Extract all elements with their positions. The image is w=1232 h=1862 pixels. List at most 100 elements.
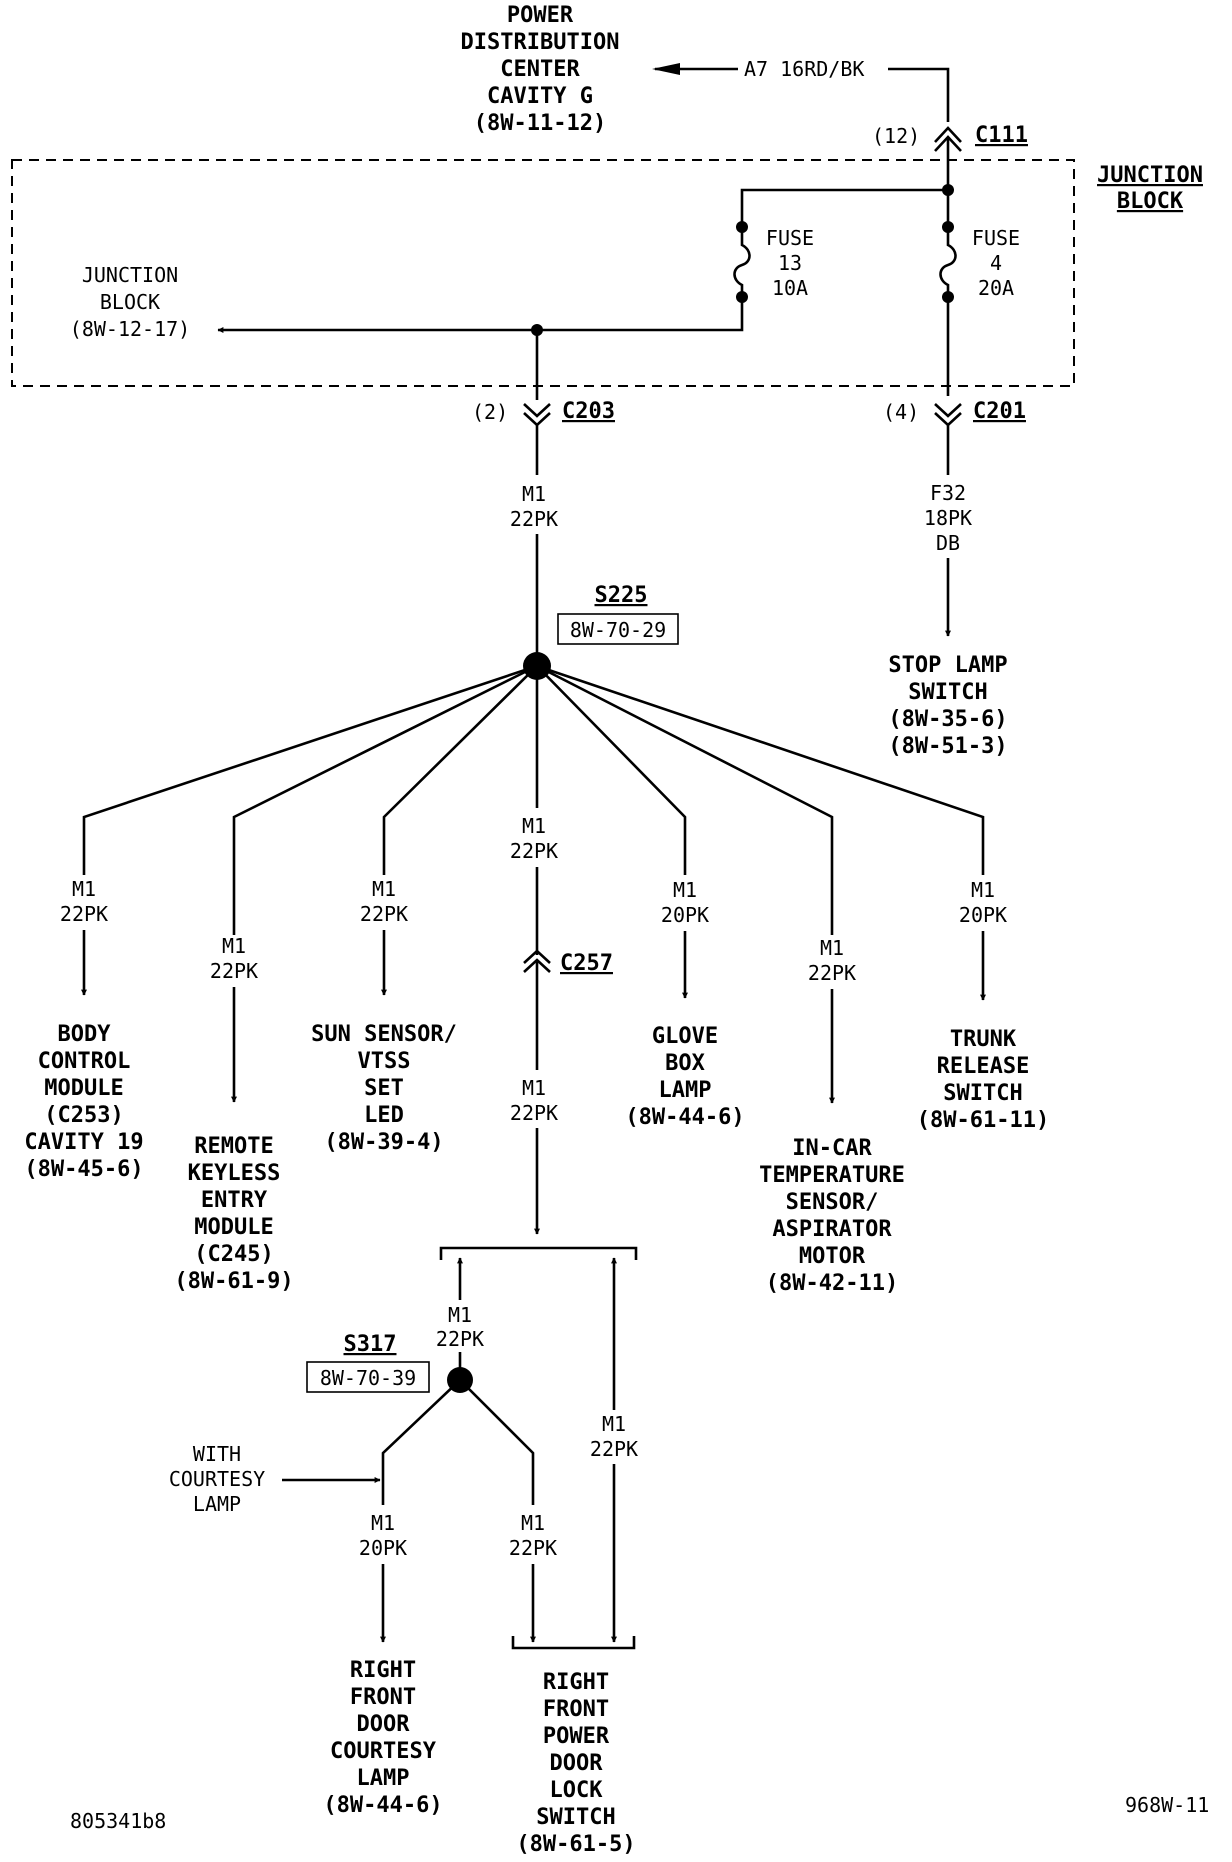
stop-lamp-switch-label: STOP LAMP SWITCH (8W-35-6) (8W-51-3) xyxy=(888,653,1007,759)
c111-pin: (12) xyxy=(872,124,920,148)
option-bracket-top xyxy=(439,1246,638,1260)
in-car-wire-label: M1 22PK xyxy=(808,936,856,985)
svg-text:LAMP: LAMP xyxy=(193,1492,241,1516)
svg-text:KEYLESS: KEYLESS xyxy=(188,1161,281,1186)
m1-main-wire-label: M1 22PK xyxy=(510,482,558,531)
trunk-release-switch-label: TRUNK RELEASE SWITCH (8W-61-11) xyxy=(917,1027,1049,1133)
svg-text:COURTESY: COURTESY xyxy=(169,1467,265,1491)
power-distribution-center-label: POWER DISTRIBUTION CENTER CAVITY G (8W-1… xyxy=(461,3,620,136)
svg-text:MODULE: MODULE xyxy=(44,1076,123,1101)
svg-text:WITH: WITH xyxy=(193,1442,241,1466)
svg-text:REMOTE: REMOTE xyxy=(194,1134,273,1159)
footer-left-code: 805341b8 xyxy=(70,1809,166,1833)
svg-text:RIGHT: RIGHT xyxy=(543,1670,609,1695)
fuse-bus-wire xyxy=(740,188,948,225)
svg-text:(8W-11-12): (8W-11-12) xyxy=(474,111,606,136)
svg-text:M1: M1 xyxy=(72,877,96,901)
fuse4-icon xyxy=(939,227,957,297)
svg-text:(C253): (C253) xyxy=(44,1103,123,1128)
svg-text:22PK: 22PK xyxy=(509,1536,557,1560)
svg-text:10A: 10A xyxy=(772,276,808,300)
svg-text:22PK: 22PK xyxy=(590,1437,638,1461)
svg-text:4: 4 xyxy=(990,251,1002,275)
rf-courtesy-wire xyxy=(381,1379,461,1505)
svg-text:FUSE: FUSE xyxy=(972,226,1020,250)
f32-wire-label: F32 18PK DB xyxy=(924,481,972,555)
s225-ref-box xyxy=(557,613,679,645)
svg-text:CAVITY G: CAVITY G xyxy=(487,84,593,109)
svg-text:M1: M1 xyxy=(602,1412,626,1436)
svg-text:BOX: BOX xyxy=(665,1051,705,1076)
c257-output-wire-label: M1 22PK xyxy=(510,1076,558,1125)
fuse13-icon xyxy=(733,227,751,297)
svg-text:STOP LAMP: STOP LAMP xyxy=(888,653,1007,678)
svg-text:IN-CAR: IN-CAR xyxy=(792,1136,872,1161)
svg-text:POWER: POWER xyxy=(507,3,574,28)
svg-text:LAMP: LAMP xyxy=(659,1078,712,1103)
svg-text:ENTRY: ENTRY xyxy=(201,1188,268,1213)
c257-connector-icon xyxy=(523,949,551,973)
svg-text:(8W-51-3): (8W-51-3) xyxy=(888,734,1007,759)
svg-text:JUNCTION: JUNCTION xyxy=(82,263,178,287)
junction-block-title: JUNCTION BLOCK xyxy=(1097,163,1203,214)
svg-text:SWITCH: SWITCH xyxy=(536,1805,615,1830)
svg-text:LED: LED xyxy=(364,1103,404,1128)
c203-connector-icon xyxy=(523,403,551,427)
svg-text:22PK: 22PK xyxy=(436,1327,484,1351)
junction-block-outline xyxy=(11,159,1075,387)
glove-box-wire-label: M1 20PK xyxy=(661,878,709,927)
svg-text:DB: DB xyxy=(936,531,960,555)
svg-text:DOOR: DOOR xyxy=(550,1751,604,1776)
svg-text:22PK: 22PK xyxy=(60,902,108,926)
right-front-door-courtesy-lamp-label: RIGHT FRONT DOOR COURTESY LAMP (8W-44-6) xyxy=(323,1658,442,1818)
right-front-power-door-lock-switch-label: RIGHT FRONT POWER DOOR LOCK SWITCH (8W-6… xyxy=(516,1670,635,1857)
svg-text:SENSOR/: SENSOR/ xyxy=(786,1190,879,1215)
svg-text:DOOR: DOOR xyxy=(357,1712,411,1737)
svg-text:TEMPERATURE: TEMPERATURE xyxy=(759,1163,905,1188)
sun-sensor-wire-label: M1 22PK xyxy=(360,877,408,926)
svg-text:CONTROL: CONTROL xyxy=(38,1049,131,1074)
junction-block-ref-label: JUNCTION BLOCK (8W-12-17) xyxy=(70,263,190,341)
svg-text:GLOVE: GLOVE xyxy=(652,1024,718,1049)
svg-text:M1: M1 xyxy=(971,878,995,902)
svg-text:M1: M1 xyxy=(372,877,396,901)
svg-text:CENTER: CENTER xyxy=(500,57,580,82)
s317-label: S317 xyxy=(344,1332,397,1357)
glove-box-lamp-label: GLOVE BOX LAMP (8W-44-6) xyxy=(625,1024,744,1130)
svg-text:MODULE: MODULE xyxy=(194,1215,273,1240)
s317-ref: 8W-70-39 xyxy=(320,1366,416,1390)
svg-text:(8W-35-6): (8W-35-6) xyxy=(888,707,1007,732)
svg-text:(C245): (C245) xyxy=(194,1242,273,1267)
svg-text:BLOCK: BLOCK xyxy=(100,290,160,314)
svg-text:18PK: 18PK xyxy=(924,506,972,530)
svg-text:(8W-61-9): (8W-61-9) xyxy=(174,1269,293,1294)
fuse13-label: FUSE 13 10A xyxy=(766,226,814,300)
svg-text:VTSS: VTSS xyxy=(358,1049,411,1074)
svg-text:(8W-44-6): (8W-44-6) xyxy=(625,1105,744,1130)
fuse4-label: FUSE 4 20A xyxy=(972,226,1020,300)
svg-text:M1: M1 xyxy=(222,934,246,958)
svg-text:22PK: 22PK xyxy=(360,902,408,926)
with-courtesy-lamp-label: WITH COURTESY LAMP xyxy=(169,1442,265,1516)
svg-text:BODY: BODY xyxy=(58,1022,112,1047)
svg-text:20PK: 20PK xyxy=(661,903,709,927)
svg-text:TRUNK: TRUNK xyxy=(950,1027,1017,1052)
c257-label: C257 xyxy=(560,951,613,976)
svg-text:M1: M1 xyxy=(522,814,546,838)
svg-text:20PK: 20PK xyxy=(959,903,1007,927)
s317-ref-box xyxy=(306,1361,430,1393)
svg-text:RIGHT: RIGHT xyxy=(350,1658,416,1683)
svg-text:FRONT: FRONT xyxy=(543,1697,609,1722)
svg-text:F32: F32 xyxy=(930,481,966,505)
c111-label: C111 xyxy=(975,123,1028,148)
svg-text:FRONT: FRONT xyxy=(350,1685,416,1710)
svg-text:(8W-61-5): (8W-61-5) xyxy=(516,1832,635,1857)
s225-branch-wires xyxy=(82,664,985,935)
svg-text:M1: M1 xyxy=(820,936,844,960)
sun-sensor-label: SUN SENSOR/ VTSS SET LED (8W-39-4) xyxy=(311,1022,457,1155)
svg-text:(8W-42-11): (8W-42-11) xyxy=(766,1271,898,1296)
c201-label: C201 xyxy=(973,399,1026,424)
svg-text:22PK: 22PK xyxy=(510,507,558,531)
svg-text:LOCK: LOCK xyxy=(550,1778,604,1803)
